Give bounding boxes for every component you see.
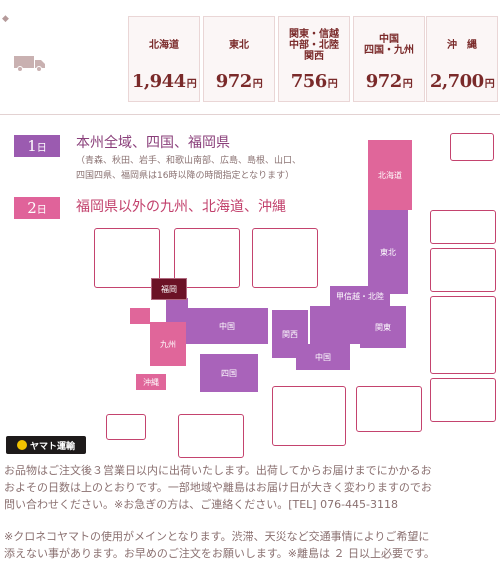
truck-icon (14, 56, 45, 72)
price-value: 2,700円 (429, 71, 495, 92)
inset-box (178, 414, 244, 458)
price-region: 沖 縄 (447, 39, 477, 51)
region-chubu-block[interactable] (310, 306, 360, 344)
price-value: 972円 (215, 71, 263, 92)
inset-box (430, 378, 496, 422)
inset-box (252, 228, 318, 288)
inset-box (106, 414, 146, 440)
region-shikoku[interactable]: 四国 (200, 354, 258, 392)
cat-icon (16, 440, 27, 450)
day1-badge: 1日 (14, 135, 60, 157)
day2-badge: 2日 (14, 197, 60, 219)
price-region: 中国 四国・九州 (364, 34, 414, 56)
yamato-logo: ヤマト運輸 (6, 436, 86, 454)
region-fukuoka-area[interactable] (166, 298, 188, 322)
region-okinawa[interactable]: 沖縄 (136, 374, 166, 390)
day2-text: 福岡県以外の九州、北海道、沖縄 (76, 199, 286, 215)
inset-box (94, 228, 160, 288)
price-value: 756円 (290, 71, 338, 92)
price-region: 東北 (229, 39, 249, 51)
region-tohoku[interactable]: 東北 (368, 210, 408, 294)
region-hokkaido[interactable]: 北海道 (368, 140, 412, 210)
region-kanto[interactable]: 関東 (360, 306, 406, 348)
region-kansai[interactable]: 関西 (272, 310, 308, 358)
price-col-okinawa: 沖 縄 2,700円 (426, 16, 498, 102)
inset-box (356, 386, 422, 432)
inset-box (450, 133, 494, 161)
region-kyushu-west[interactable] (130, 308, 150, 324)
inset-box (430, 248, 496, 292)
region-koshinetsu[interactable]: 甲信越・北陸 (330, 286, 390, 306)
price-region: 関東・信越 中部・北陸 関西 (289, 28, 339, 62)
price-region: 北海道 (149, 39, 179, 51)
divider (0, 114, 500, 115)
region-fukuoka[interactable]: 福岡 (151, 278, 187, 300)
carrier-note: ※クロネコヤマトの使用がメインとなります。渋滞、天災など交通事情によりご希望に … (4, 530, 435, 560)
inset-box (430, 296, 496, 374)
price-col-chugoku: 中国 四国・九州 972円 (353, 16, 425, 102)
bullet-icon: ◆ (2, 14, 9, 24)
day1-note: （青森、秋田、岩手、和歌山南部、広島、島根、山口、 四国四県、福岡県は16時以降… (76, 156, 302, 181)
shipping-note: お品物はご注文後３営業日以内に出荷いたします。出荷してからお届けまでにかかるお … (4, 464, 432, 511)
price-value: 1,944円 (131, 71, 197, 92)
price-value: 972円 (365, 71, 413, 92)
price-col-hokkaido: 北海道 1,944円 (128, 16, 200, 102)
price-col-tohoku: 東北 972円 (203, 16, 275, 102)
day1-text: 本州全域、四国、福岡県 (76, 135, 230, 151)
inset-box (430, 210, 496, 244)
price-col-kanto: 関東・信越 中部・北陸 関西 756円 (278, 16, 350, 102)
inset-box (272, 386, 346, 446)
region-kyushu[interactable]: 九州 (150, 322, 186, 366)
region-chugoku[interactable]: 中国 (186, 308, 268, 344)
